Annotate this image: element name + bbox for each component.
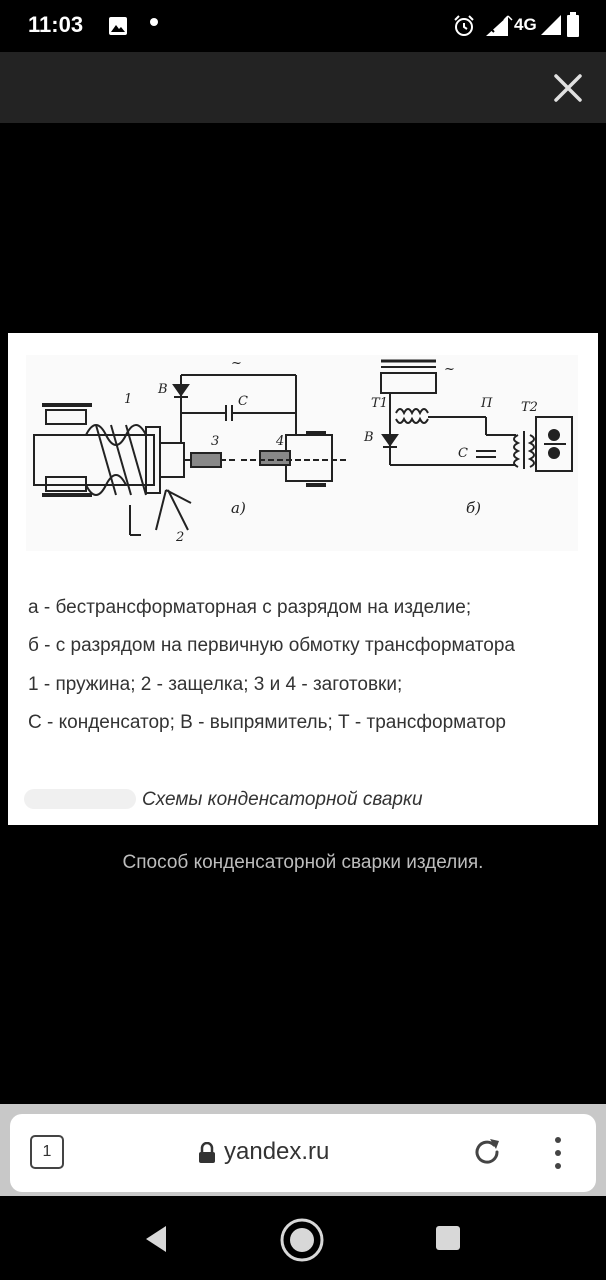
label-tilde-b: ~	[444, 362, 455, 377]
status-time: 11:03	[28, 12, 84, 37]
notification-dot	[150, 18, 158, 26]
label-c-b: С	[458, 446, 468, 461]
image-description: Способ конденсаторной сварки изделия.	[122, 852, 484, 873]
network-type: 4G	[514, 15, 537, 34]
welding-schematic: В ~ С 1 2 3 4 а) ~ T1 В П T2 С б)	[33, 356, 573, 545]
image-caption: Схемы конденсаторной сварки	[142, 789, 423, 810]
label-p: П	[480, 396, 493, 411]
reload-icon[interactable]	[470, 1135, 504, 1169]
cell-signal-icon	[541, 15, 561, 35]
legend-line-parts: 1 - пружина; 2 - защелка; 3 и 4 - загото…	[28, 674, 403, 695]
label-b-diode-b: В	[363, 430, 374, 445]
home-icon[interactable]	[278, 1216, 326, 1264]
label-t2: T2	[521, 400, 538, 415]
browser-bottom-bar: 1 yandex.ru	[0, 1104, 606, 1196]
image-card[interactable]: В ~ С 1 2 3 4 а) ~ T1 В П T2 С б) а - бе…	[8, 333, 598, 825]
status-bar: 11:03 4G	[0, 0, 606, 52]
tabs-button[interactable]: 1	[30, 1135, 64, 1169]
legend-line-a: а - бестрансформаторная с разрядом на из…	[28, 597, 472, 618]
label-4: 4	[275, 434, 284, 449]
close-icon[interactable]	[548, 68, 588, 108]
label-3: 3	[211, 434, 219, 449]
label-1: 1	[124, 392, 132, 407]
label-a: а)	[231, 499, 246, 517]
label-tilde-a: ~	[231, 356, 242, 371]
welding-diagram: В ~ С 1 2 3 4 а) ~ T1 В П T2 С б)	[26, 355, 578, 551]
alarm-icon	[454, 15, 474, 36]
address-bar[interactable]: 1 yandex.ru	[10, 1114, 596, 1192]
system-navigation-bar	[0, 1196, 606, 1280]
label-b-diode: В	[157, 382, 168, 397]
label-t1: T1	[371, 396, 388, 411]
recents-icon[interactable]	[434, 1224, 462, 1252]
legend-line-components: С - конденсатор; В - выпрямитель; Т - тр…	[28, 712, 506, 733]
back-icon[interactable]	[140, 1222, 174, 1256]
lock-icon	[199, 1142, 215, 1163]
label-c-a: С	[238, 394, 248, 409]
gallery-icon	[109, 17, 127, 35]
viewer-toolbar	[0, 52, 606, 123]
label-b: б)	[466, 499, 481, 517]
label-2: 2	[175, 530, 184, 545]
url-text[interactable]: yandex.ru	[224, 1138, 330, 1165]
battery-icon	[567, 12, 579, 37]
legend-line-b: б - с разрядом на первичную обмотку тран…	[28, 635, 515, 656]
more-menu-icon[interactable]	[544, 1134, 572, 1172]
caption-smudge	[24, 789, 136, 809]
signal-icon	[486, 15, 513, 36]
